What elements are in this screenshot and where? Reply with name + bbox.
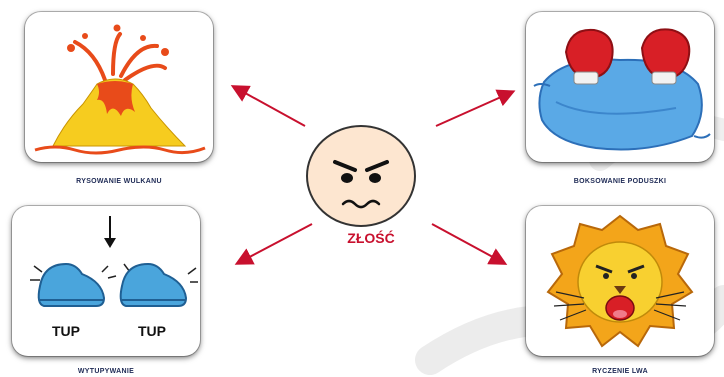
arrow-to-volcano (236, 88, 305, 126)
arrow-to-boxing-pillow (436, 93, 510, 126)
arrow-to-stomping (240, 224, 312, 262)
arrow-to-roaring-lion (432, 224, 502, 262)
